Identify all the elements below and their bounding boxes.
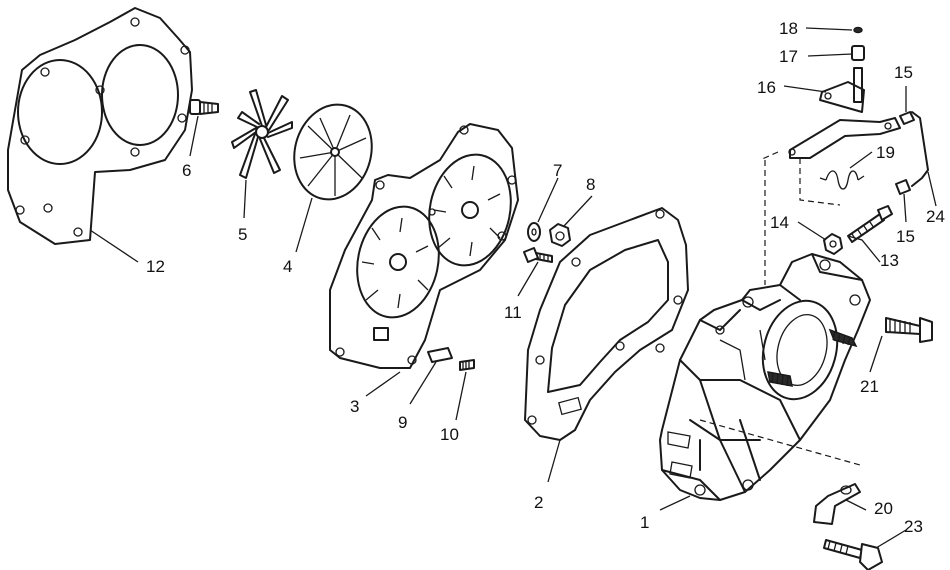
part-9-pin — [427, 347, 453, 363]
callout-6: 6 — [182, 161, 191, 180]
part-3-valve-plate — [329, 123, 519, 369]
callout-20: 20 — [874, 499, 893, 518]
part-19-spring — [819, 170, 865, 190]
part-16-lever — [759, 67, 901, 206]
callout-4: 4 — [283, 257, 292, 276]
callout-15-upper: 15 — [894, 63, 913, 82]
part-23-bolt — [823, 539, 883, 570]
part-13-screw — [847, 205, 893, 243]
part-4-impeller-plate — [293, 103, 373, 201]
callout-19: 19 — [876, 143, 895, 162]
callout-labels: 1 2 3 4 5 6 7 8 9 10 11 12 13 14 15 15 1… — [146, 19, 945, 536]
callout-2: 2 — [534, 493, 543, 512]
part-17-bushing — [851, 45, 865, 61]
callout-14: 14 — [770, 213, 789, 232]
part-10-spring — [459, 359, 475, 371]
part-12-gasket — [7, 7, 193, 245]
part-6-screw — [189, 99, 219, 115]
part-21-bolt — [885, 317, 933, 343]
part-5-vane-rotor — [231, 89, 293, 179]
part-7-lock-washer — [527, 222, 541, 242]
callout-3: 3 — [350, 397, 359, 416]
callout-16: 16 — [757, 78, 776, 97]
leader-lines — [89, 27, 937, 549]
callout-9: 9 — [398, 413, 407, 432]
callout-15-lower: 15 — [896, 227, 915, 246]
part-15-upper-cap — [899, 111, 915, 125]
callout-10: 10 — [440, 425, 459, 444]
callout-7: 7 — [553, 161, 562, 180]
callout-17: 17 — [779, 47, 798, 66]
callout-11: 11 — [504, 303, 522, 322]
part-14-nut — [823, 233, 843, 255]
part-1-housing — [659, 160, 871, 501]
callout-12: 12 — [146, 257, 165, 276]
part-8-nut — [549, 223, 571, 247]
callout-24: 24 — [926, 207, 945, 226]
callout-13: 13 — [880, 251, 899, 270]
callout-21: 21 — [860, 377, 879, 396]
part-24-link-rod — [911, 111, 929, 187]
callout-5: 5 — [238, 225, 247, 244]
part-11-screw — [523, 247, 553, 263]
part-18-clip — [853, 26, 863, 34]
callout-8: 8 — [586, 175, 595, 194]
part-15-lower-cap — [895, 179, 911, 195]
part-20-clamp — [813, 483, 861, 525]
part-2-gasket — [524, 207, 689, 441]
callout-1: 1 — [640, 513, 649, 532]
callout-23: 23 — [904, 517, 923, 536]
callout-18: 18 — [779, 19, 798, 38]
